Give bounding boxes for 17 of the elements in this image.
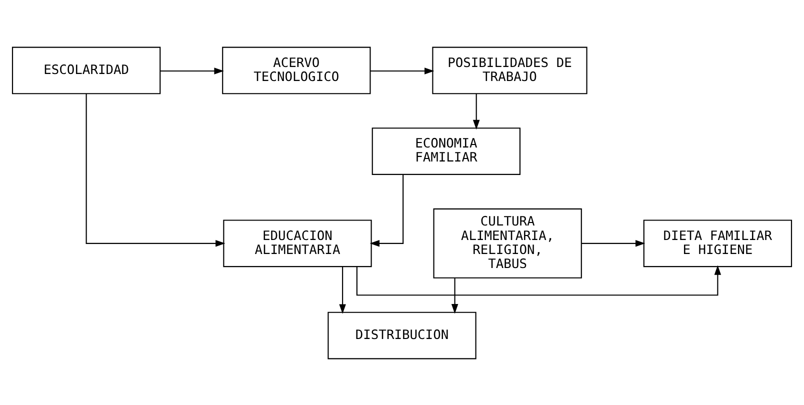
node-box: EDUCACION ALIMENTARIA xyxy=(223,219,372,267)
arrow xyxy=(86,93,226,246)
arrow xyxy=(339,266,346,314)
arrow xyxy=(356,264,722,296)
node-box: POSIBILIDADES DE TRABAJO xyxy=(432,46,588,94)
node-box: DISTRIBUCION xyxy=(328,311,476,359)
arrow xyxy=(451,278,458,314)
node-box: ACERVO TECNOLOGICO xyxy=(222,46,371,94)
arrow xyxy=(472,93,480,130)
arrow xyxy=(370,67,434,74)
node-box: ESCOLARIDAD xyxy=(12,46,161,94)
arrow xyxy=(370,174,404,246)
node-box: ECONOMIA FAMILIAR xyxy=(372,127,521,174)
node-box: CULTURA ALIMENTARIA, RELIGION, TABUS xyxy=(433,208,582,278)
arrow xyxy=(160,67,224,74)
node-box: DIETA FAMILIAR E HIGIENE xyxy=(643,219,792,267)
arrow xyxy=(582,240,646,246)
